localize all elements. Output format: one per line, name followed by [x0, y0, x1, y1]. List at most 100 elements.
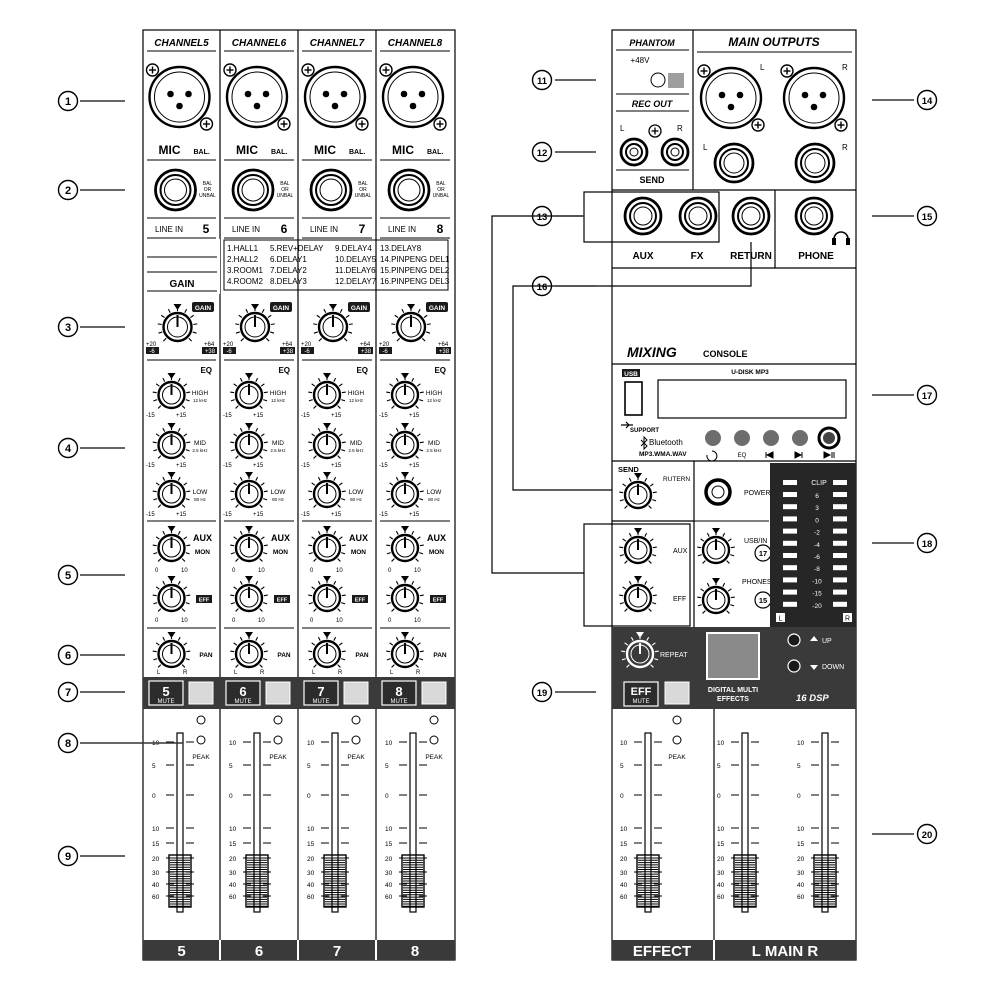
eff-send-knob-6[interactable] — [230, 576, 268, 613]
main-out-r-xlr[interactable] — [780, 64, 848, 132]
eq-knob-low-6[interactable] — [230, 472, 268, 509]
line-in-jack-8[interactable] — [387, 168, 431, 212]
aux-mon-knob-6[interactable] — [230, 526, 268, 563]
gain-knob-7[interactable] — [313, 304, 353, 343]
repeat-button[interactable] — [705, 430, 721, 446]
eq-knob-low-7[interactable] — [308, 472, 346, 509]
eff-master-knob[interactable] — [619, 576, 657, 613]
aux-mon-knob-7[interactable] — [308, 526, 346, 563]
gain-knob-8[interactable] — [391, 304, 431, 343]
pan-knob-7[interactable] — [308, 632, 346, 669]
mic-xlr-input-5[interactable] — [145, 63, 214, 131]
mute-switch[interactable] — [265, 681, 291, 705]
phone-jack[interactable] — [794, 196, 834, 236]
gain-knob-5[interactable] — [157, 304, 198, 343]
fader-scale-label: 40 — [797, 882, 805, 889]
eq-knob-low-5[interactable] — [152, 472, 191, 509]
mute-switch[interactable] — [188, 681, 214, 705]
fader-scale-label: 0 — [717, 793, 721, 800]
mic-label: MIC — [236, 143, 258, 157]
fader-scale-label: 0 — [797, 793, 801, 800]
eq-knob-high-6[interactable] — [230, 373, 268, 410]
line-in-jack-6[interactable] — [231, 168, 275, 212]
knob-min-label: -15 — [223, 413, 232, 419]
callout-circle — [531, 141, 553, 163]
eq-button[interactable] — [734, 430, 750, 446]
send-return-knob[interactable] — [619, 473, 657, 510]
repeat-knob[interactable] — [621, 632, 659, 669]
mic-xlr-input-6[interactable] — [223, 63, 291, 131]
main-out-l-jack[interactable] — [713, 142, 755, 184]
knob-max-label: +15 — [176, 512, 187, 518]
eq-knob-mid-8[interactable] — [386, 423, 424, 460]
phantom-switch[interactable] — [668, 73, 684, 88]
power-switch[interactable] — [704, 478, 732, 506]
aux-mon-knob-8[interactable] — [386, 526, 424, 563]
eff-send-knob-8[interactable] — [386, 576, 424, 613]
mute-switch[interactable] — [343, 681, 369, 705]
main-out-r-jack[interactable] — [794, 142, 836, 184]
knob-max-label: 10 — [181, 618, 188, 624]
meter-scale-label: 6 — [815, 493, 819, 500]
down-button[interactable] — [787, 659, 801, 673]
eq-knob-mid-5[interactable] — [152, 423, 191, 460]
eq-knob-low-8[interactable] — [386, 472, 424, 509]
pan-knob-6[interactable] — [230, 632, 268, 669]
eq-knob-high-8[interactable] — [386, 373, 424, 410]
next-button[interactable] — [792, 430, 808, 446]
pan-knob-5[interactable] — [152, 632, 191, 669]
up-button[interactable] — [787, 633, 801, 647]
rec-out-r-jack[interactable] — [660, 137, 690, 167]
eff-send-knob-7[interactable] — [308, 576, 346, 613]
mic-xlr-input-8[interactable] — [379, 63, 447, 131]
mute-switch[interactable] — [421, 681, 447, 705]
main-out-l-xlr[interactable] — [697, 64, 765, 132]
rec-out-l-jack[interactable] — [619, 137, 649, 167]
aux-master-knob[interactable] — [619, 528, 657, 565]
eq-knob-mid-6[interactable] — [230, 423, 268, 460]
callout-8: 8 — [57, 732, 183, 754]
pan-knob-8[interactable] — [386, 632, 424, 669]
line-in-jack-5[interactable] — [154, 168, 197, 212]
jack-outer-ring — [623, 196, 663, 236]
knob-tick — [308, 449, 313, 452]
gain-scale-badge — [202, 347, 217, 354]
peak-led-icon — [273, 735, 283, 745]
return-jack[interactable] — [731, 196, 771, 236]
eq-knob-mid-7[interactable] — [308, 423, 346, 460]
gain-knob-6[interactable] — [235, 304, 275, 343]
gain-badge — [270, 302, 292, 312]
usb-in-level-knob[interactable] — [697, 528, 735, 565]
line-in-jack-7[interactable] — [309, 168, 353, 212]
usb-port[interactable] — [624, 381, 643, 416]
aux-send-jack[interactable] — [623, 196, 663, 236]
fader-scale-label: 0 — [620, 793, 624, 800]
line-in-number: 6 — [281, 222, 288, 236]
prev-button[interactable] — [763, 430, 779, 446]
callout-circle — [916, 823, 938, 845]
knob-tick — [648, 560, 652, 564]
eq-knob-high-5[interactable] — [152, 373, 191, 410]
phones-level-knob[interactable] — [697, 578, 735, 615]
eff-send-knob-5[interactable] — [152, 576, 191, 613]
eq-knob-high-7[interactable] — [308, 373, 346, 410]
eff-mute-switch[interactable] — [664, 681, 690, 705]
mic-xlr-input-7[interactable] — [301, 63, 369, 131]
fx-send-jack[interactable] — [678, 196, 718, 236]
knob-tick — [317, 427, 321, 432]
aux-mon-knob-5[interactable] — [152, 526, 191, 563]
gain-scale-label: +64 — [438, 342, 449, 348]
